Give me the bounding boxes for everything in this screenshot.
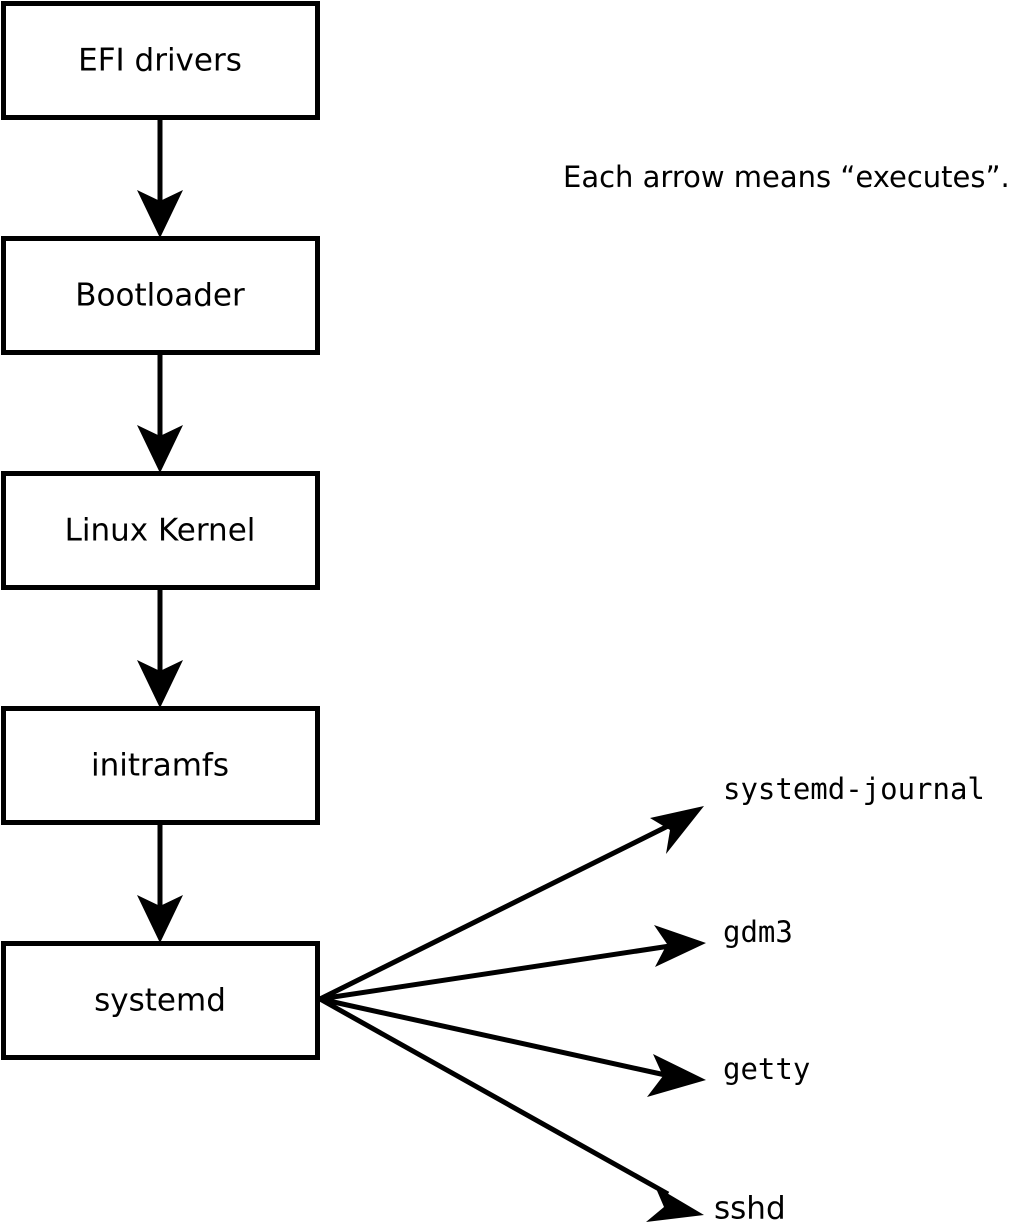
stage-box-label: Linux Kernel bbox=[65, 513, 256, 549]
stage-box-systemd[interactable]: systemd bbox=[1, 941, 320, 1060]
stage-box-bootloader[interactable]: Bootloader bbox=[1, 236, 320, 355]
arrow-head-down-icon bbox=[137, 660, 183, 708]
stage-box-label: initramfs bbox=[91, 748, 229, 784]
stage-box-label: EFI drivers bbox=[78, 43, 242, 79]
boot-chain-group: EFI drivers Bootloader Linux Kernel init… bbox=[1, 1, 320, 1060]
stage-box-linux-kernel[interactable]: Linux Kernel bbox=[1, 471, 320, 590]
service-labels-group: systemd-journal gdm3 getty sshd bbox=[714, 772, 985, 1227]
arrow-systemd-to-getty bbox=[319, 996, 706, 1097]
arrow-bootloader-to-linux-kernel bbox=[137, 353, 183, 473]
stage-box-efi-drivers[interactable]: EFI drivers bbox=[1, 1, 320, 120]
arrow-efi-drivers-to-bootloader bbox=[137, 118, 183, 238]
arrow-head-icon bbox=[654, 925, 706, 967]
arrow-shaft bbox=[319, 943, 671, 1002]
arrow-head-icon bbox=[646, 1186, 704, 1222]
arrow-head-icon bbox=[650, 806, 704, 854]
arrow-head-icon bbox=[647, 1054, 706, 1097]
arrow-shaft bbox=[318, 996, 670, 1197]
service-label-sshd: sshd bbox=[714, 1191, 786, 1227]
arrow-linux-kernel-to-initramfs bbox=[137, 588, 183, 708]
stage-box-rect bbox=[1, 1, 320, 120]
arrow-head-down-icon bbox=[137, 190, 183, 238]
stage-box-rect bbox=[1, 236, 320, 355]
service-label-getty: getty bbox=[723, 1052, 810, 1086]
arrow-initramfs-to-systemd bbox=[137, 823, 183, 943]
arrow-head-down-icon bbox=[137, 895, 183, 943]
arrow-shaft bbox=[318, 823, 670, 1002]
legend-annotation: Each arrow means “executes”. bbox=[563, 160, 1010, 194]
arrow-head-down-icon bbox=[137, 425, 183, 473]
service-fanout-group bbox=[318, 806, 706, 1222]
arrow-systemd-to-gdm3 bbox=[319, 925, 706, 1002]
arrow-shaft bbox=[319, 996, 671, 1079]
chain-arrows-group bbox=[137, 118, 183, 943]
service-label-systemd-journal: systemd-journal bbox=[723, 772, 985, 806]
stage-box-label: systemd bbox=[94, 983, 226, 1019]
arrow-systemd-to-sshd bbox=[318, 996, 704, 1222]
service-label-gdm3: gdm3 bbox=[723, 915, 793, 949]
stage-box-label: Bootloader bbox=[75, 278, 245, 314]
stage-box-rect bbox=[1, 706, 320, 825]
stage-box-initramfs[interactable]: initramfs bbox=[1, 706, 320, 825]
arrow-systemd-to-systemd-journal bbox=[318, 806, 704, 1002]
stage-box-rect bbox=[1, 471, 320, 590]
stage-box-rect bbox=[1, 941, 320, 1060]
